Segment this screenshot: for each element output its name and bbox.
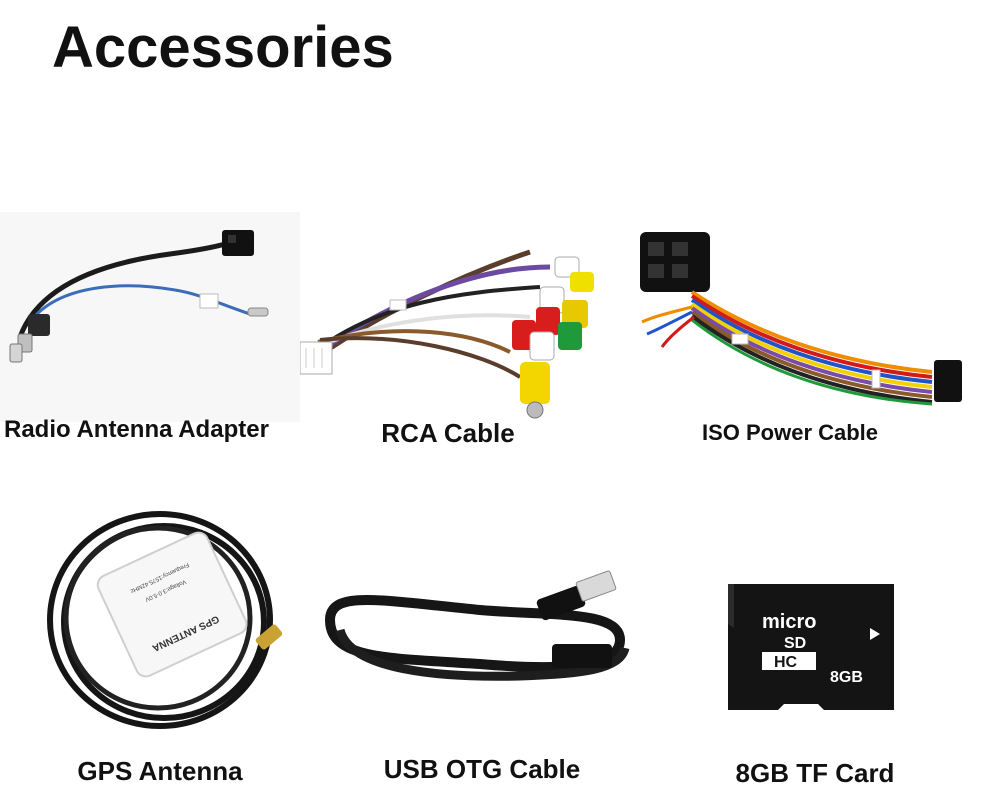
usb-otg-cable-image — [320, 560, 640, 710]
sd-card-hc: HC — [774, 654, 798, 671]
sd-card-image: micro SD HC 8GB — [724, 584, 898, 714]
sd-card-logo: SD — [784, 635, 806, 652]
sd-card-capacity: 8GB — [830, 669, 863, 686]
tf-card-label: 8GB TF Card — [735, 758, 895, 788]
gps-antenna-label: GPS Antenna — [77, 756, 243, 786]
iso-power-cable-label: ISO Power Cable — [701, 420, 879, 445]
sd-card-brand: micro — [762, 611, 816, 633]
usb-otg-cable-label: USB OTG Cable — [383, 754, 581, 784]
gps-antenna-image: GPS ANTENNA Frequency:1575.42MHz Voltage… — [40, 490, 300, 740]
radio-antenna-adapter-label: Radio Antenna Adapter — [4, 416, 269, 443]
rca-cable-label: RCA Cable — [381, 418, 515, 448]
rca-cable-image — [300, 212, 612, 432]
page-title: Accessories — [52, 15, 394, 80]
radio-antenna-adapter-image — [0, 212, 300, 422]
iso-power-cable-image — [612, 212, 1000, 424]
